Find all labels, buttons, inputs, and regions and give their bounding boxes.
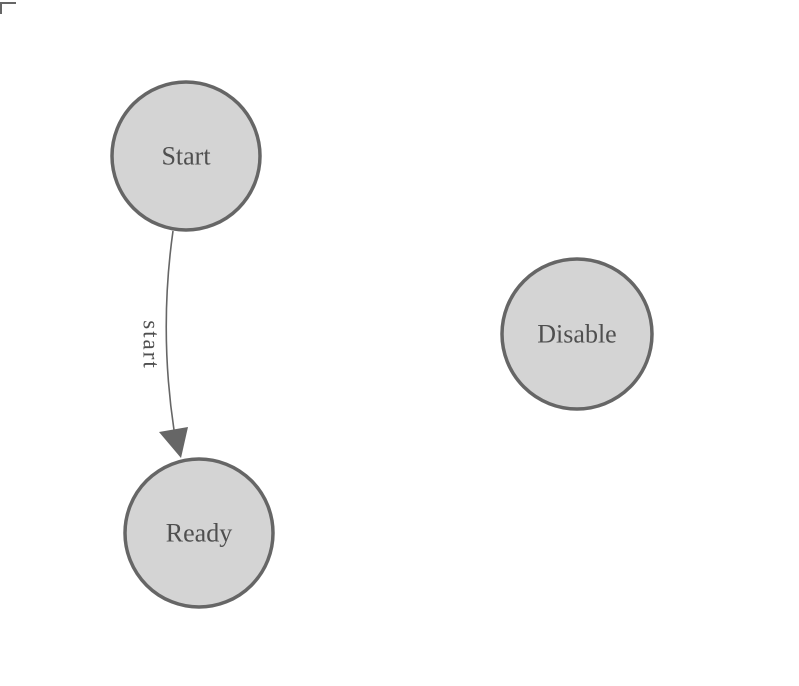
node-start[interactable]: Start	[110, 80, 262, 232]
node-start-circle[interactable]	[110, 80, 262, 232]
node-ready[interactable]: Ready	[123, 457, 275, 609]
edge-line[interactable]	[165, 230, 175, 431]
node-disable-circle[interactable]	[500, 257, 654, 411]
edge-start-to-ready[interactable]: start	[139, 230, 189, 458]
node-disable[interactable]: Disable	[500, 257, 654, 411]
canvas-corner-marker	[0, 2, 16, 14]
node-ready-label: Ready	[166, 519, 232, 548]
edge-arrowhead-icon	[159, 427, 188, 458]
node-disable-label: Disable	[537, 320, 616, 349]
edge-label: start	[139, 320, 164, 370]
node-ready-circle[interactable]	[123, 457, 275, 609]
node-start-label: Start	[161, 142, 211, 171]
